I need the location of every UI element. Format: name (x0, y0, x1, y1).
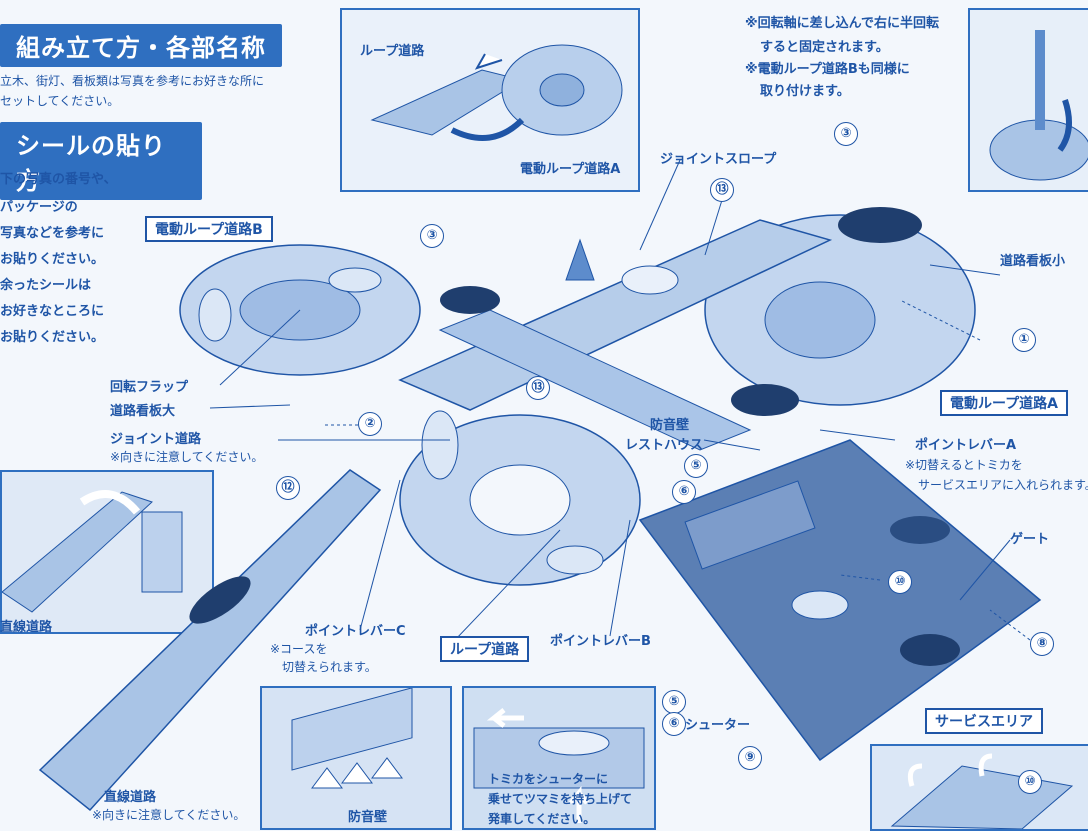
sticker-text-4: お貼りください。 (0, 252, 105, 267)
callout-6: ⑥ (672, 480, 696, 504)
callout-5: ⑤ (684, 454, 708, 478)
point-lever-c-note-2: 切替えられます。 (282, 660, 377, 674)
callout-3-left: ③ (420, 224, 444, 248)
callout-12: ⑫ (276, 476, 300, 500)
shooter-label: シューター (685, 718, 751, 733)
callout-10-inset: ⑩ (1018, 770, 1042, 794)
point-lever-c-note-1: ※コースを (270, 642, 328, 656)
callout-2: ② (358, 412, 382, 436)
callout-5-inset: ⑤ (662, 690, 686, 714)
road-sign-large-label: 道路看板大 (110, 404, 176, 419)
road-sign-small-label: 道路看板小 (1000, 254, 1066, 269)
joint-slope-label: ジョイントスロープ (660, 152, 777, 167)
motor-loop-a-inset-label: 電動ループ道路A (520, 162, 621, 177)
rotating-flap-label: 回転フラップ (110, 380, 189, 395)
callout-9: ⑨ (738, 746, 762, 770)
rotation-note-2: すると固定されます。 (760, 40, 889, 55)
shooter-note-1: トミカをシューターに (488, 772, 609, 786)
joint-road-label: ジョイント道路 (110, 432, 202, 447)
motor-loop-a-label: 電動ループ道路A (940, 390, 1068, 416)
point-lever-a-note-1: ※切替えるとトミカを (905, 458, 1023, 472)
soundproof-wall-label: 防音壁 (650, 418, 690, 433)
shooter-inset-illustration (464, 688, 654, 828)
callout-3-right: ③ (834, 122, 858, 146)
gate-label: ゲート (1010, 532, 1050, 547)
loop-road-inset-label: ループ道路 (360, 44, 425, 59)
sticker-text-7: お貼りください。 (0, 330, 105, 345)
point-lever-a-label: ポイントレバーA (915, 438, 1017, 453)
sticker-text-6: お好きなところに (0, 304, 105, 319)
shooter-inset-photo (462, 686, 656, 830)
loop-road-label: ループ道路 (440, 636, 530, 662)
service-area-inset-photo (870, 744, 1088, 831)
shooter-note-3: 発車してください。 (488, 812, 596, 826)
rotation-note-3: ※電動ループ道路Bも同様に (745, 62, 910, 77)
sticker-text-2: パッケージの (0, 200, 78, 215)
sticker-text-1: 下の写真の番号や、 (0, 172, 117, 187)
assembly-heading: 組み立て方・各部名称 (0, 24, 282, 67)
rotation-axis-inset-photo (968, 8, 1088, 192)
point-lever-c-label: ポイントレバーC (305, 624, 406, 639)
service-area-inset-illustration (872, 746, 1088, 829)
soundproof-wall-bottom-label: 防音壁 (348, 810, 388, 825)
callout-6-inset: ⑥ (662, 712, 686, 736)
point-lever-b-label: ポイントレバーB (550, 634, 651, 649)
motor-loop-b-label: 電動ループ道路B (145, 216, 273, 242)
straight-road-inset-illustration (2, 472, 212, 632)
straight-road-bottom-note: ※向きに注意してください。 (92, 808, 246, 822)
rotation-note-4: 取り付けます。 (760, 84, 850, 99)
straight-road-inset-photo (0, 470, 214, 634)
shooter-note-2: 乗せてツマミを持ち上げて (488, 792, 633, 806)
joint-road-note: ※向きに注意してください。 (110, 450, 264, 464)
callout-1: ① (1012, 328, 1036, 352)
intro-line-1: 立木、街灯、看板類は写真を参考にお好きな所に (0, 74, 265, 88)
sticker-heading: シールの貼り方 (0, 122, 202, 200)
callout-13-middle: ⑬ (526, 376, 550, 400)
loop-road-inset-photo (340, 8, 640, 192)
intro-line-2: セットしてください。 (0, 94, 120, 108)
point-lever-a-note-2: サービスエリアに入れられます。 (918, 478, 1088, 492)
callout-8: ⑧ (1030, 632, 1054, 656)
straight-road-label: 直線道路 (0, 620, 53, 635)
rotation-axis-illustration (970, 10, 1088, 190)
rest-house-label: レストハウス (625, 438, 704, 453)
rotation-note-1: ※回転軸に差し込んで右に半回転 (745, 16, 939, 31)
loop-road-inset-illustration (342, 10, 638, 190)
sticker-text-3: 写真などを参考に (0, 226, 105, 241)
straight-road-bottom-label: 直線道路 (104, 790, 157, 805)
service-area-label: サービスエリア (925, 708, 1043, 734)
callout-13-top: ⑬ (710, 178, 734, 202)
sticker-text-5: 余ったシールは (0, 278, 92, 293)
callout-10-main: ⑩ (888, 570, 912, 594)
